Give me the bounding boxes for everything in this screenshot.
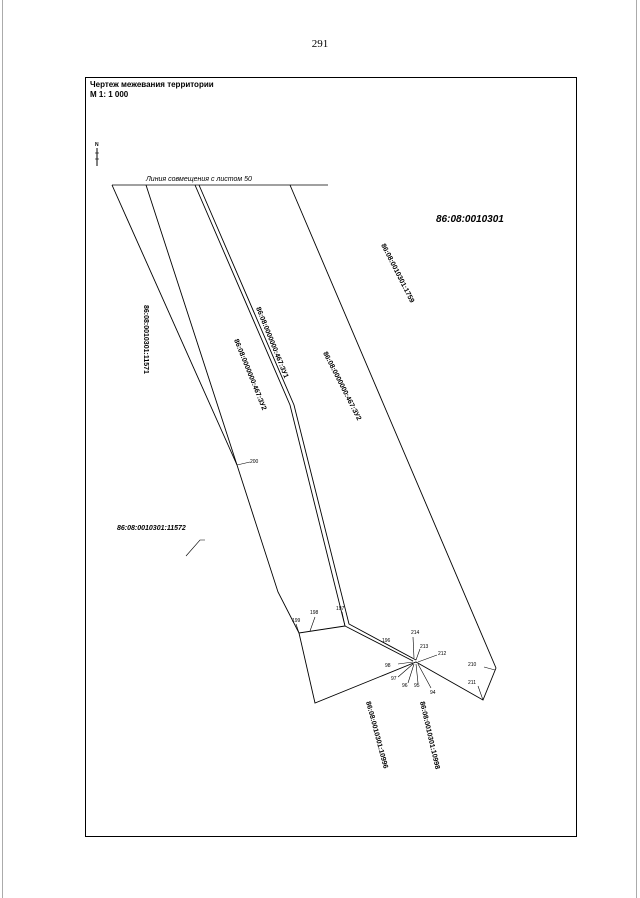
parcel-label-1759: 86:08:0010301:1759 xyxy=(379,243,415,305)
point-label-95: 95 xyxy=(414,683,420,689)
scan-edge-left xyxy=(2,0,3,898)
point-label-210: 210 xyxy=(468,662,477,668)
leader-212 xyxy=(417,654,438,663)
boundary-zu1-right xyxy=(198,184,417,661)
north-arrow-label: N xyxy=(95,142,99,148)
boundary-11571-left xyxy=(111,184,238,466)
leader-214 xyxy=(412,636,415,659)
point-label-97: 97 xyxy=(391,676,397,682)
point-label-214: 214 xyxy=(411,630,420,636)
page-number: 291 xyxy=(311,38,329,50)
parcel-boundaries xyxy=(111,184,497,704)
point-label-96: 96 xyxy=(402,683,408,689)
point-label-198: 198 xyxy=(310,610,319,616)
boundary-south xyxy=(298,632,497,704)
parcel-labels: 86:08:0010301:11571 86:08:0010301:1759 8… xyxy=(117,243,440,770)
quarter-label: 86:08:0010301 xyxy=(436,214,504,225)
parcel-label-zu2-left: 86:08:0000000:467:ЗУ2 xyxy=(232,338,267,411)
parcel-label-10996: 86:08:0010301:10996 xyxy=(364,701,389,770)
leader-11572 xyxy=(185,539,205,557)
boundary-1759 xyxy=(289,184,497,669)
boundary-zu2-west xyxy=(236,464,346,634)
leader-96 xyxy=(407,663,415,684)
point-label-196: 196 xyxy=(382,638,391,644)
leader-197 xyxy=(341,611,346,627)
drawing-title: Чертеж межевания территории М 1: 1 000 xyxy=(90,80,214,100)
north-arrow-icon: N xyxy=(95,142,99,166)
parcel-label-11572: 86:08:0010301:11572 xyxy=(117,525,186,532)
parcel-label-10998: 86:08:0010301:10998 xyxy=(418,701,440,770)
point-label-94: 94 xyxy=(430,690,436,696)
boundary-11571-right xyxy=(145,184,238,466)
point-label-200: 200 xyxy=(250,459,259,465)
point-label-98: 98 xyxy=(385,663,391,669)
point-label-212: 212 xyxy=(438,651,447,657)
point-labels: 200 199 198 197 196 214 213 212 98 97 96… xyxy=(250,459,477,696)
leader-97 xyxy=(397,663,414,678)
point-label-213: 213 xyxy=(420,644,429,650)
leader-199 xyxy=(295,623,300,634)
title-scale: М 1: 1 000 xyxy=(90,90,129,99)
parcel-label-11571: 86:08:0010301:11571 xyxy=(142,305,149,374)
point-label-199: 199 xyxy=(292,618,301,624)
leader-95 xyxy=(415,663,419,684)
boundary-zu1-left xyxy=(194,184,414,662)
leader-lines xyxy=(185,461,496,701)
drawing-frame xyxy=(85,77,577,837)
leader-200 xyxy=(236,461,251,466)
leader-198 xyxy=(309,616,316,632)
parcel-label-zu2-right: 86:08:0000000:467:ЗУ2 xyxy=(321,351,362,422)
leader-210 xyxy=(483,666,496,671)
point-label-211: 211 xyxy=(468,680,476,686)
leader-94 xyxy=(417,663,432,689)
combination-line-label: Линия совмещения с листом 50 xyxy=(145,176,252,183)
point-label-197: 197 xyxy=(336,606,345,612)
leader-98 xyxy=(397,661,414,665)
leader-213 xyxy=(415,648,421,661)
scan-edge-right xyxy=(636,0,637,898)
title-line-1: Чертеж межевания территории xyxy=(90,80,214,89)
parcel-label-zu1: 86:08:0000000:467:ЗУ1 xyxy=(254,306,289,379)
leader-211 xyxy=(477,685,484,701)
